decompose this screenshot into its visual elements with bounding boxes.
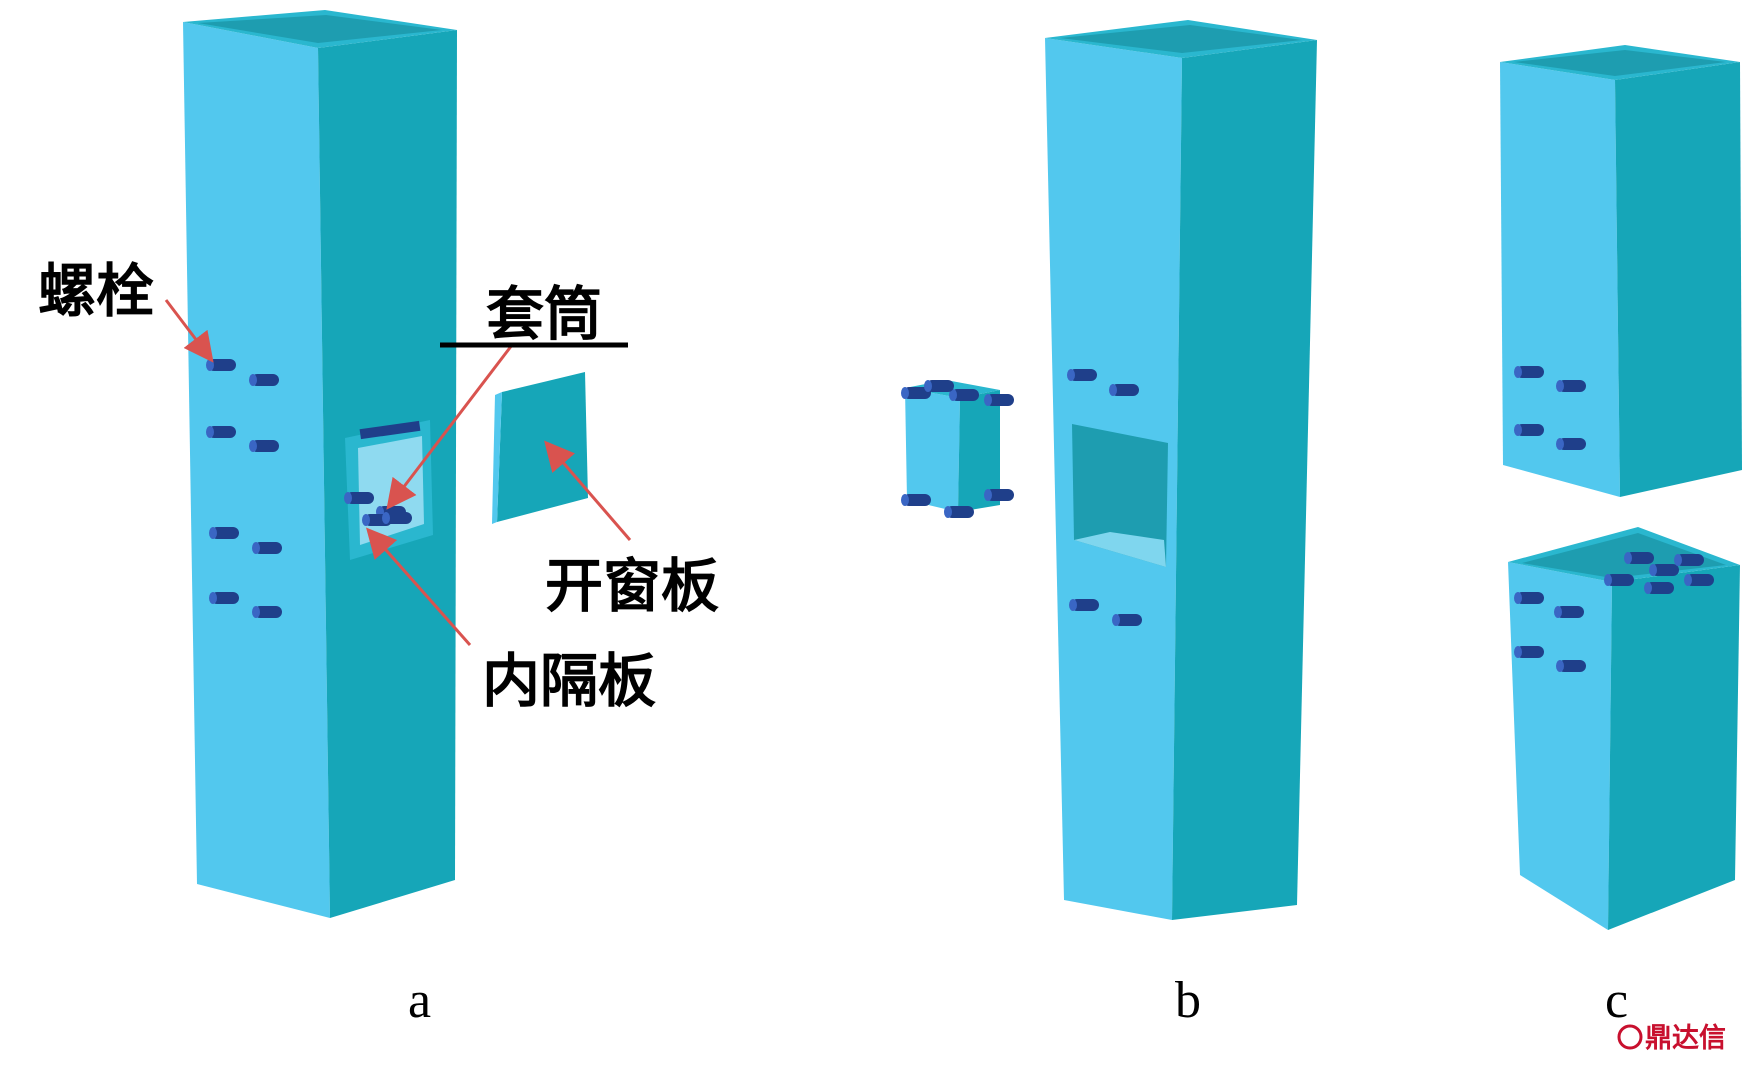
column-a-front-face — [183, 22, 330, 918]
callout-bolt: 螺栓 — [38, 257, 155, 325]
column-c-lower-side — [1608, 565, 1740, 930]
callout-leaders — [164, 299, 632, 646]
callout-sleeve: 套筒 — [486, 280, 603, 348]
window-plate-leader — [544, 440, 632, 541]
column-b-side-face — [1172, 40, 1317, 920]
column-a — [183, 10, 457, 918]
column-c-upper-side — [1615, 62, 1742, 497]
column-b-sleeve-opening — [1072, 424, 1168, 567]
sleeve-assembly — [901, 380, 1014, 518]
subfigure-label-b: b — [1175, 972, 1201, 1029]
bolt-leader — [164, 299, 214, 363]
column-c-upper-opening — [1514, 50, 1726, 76]
column-b — [1045, 20, 1317, 920]
column-c-upper — [1500, 45, 1742, 497]
watermark-seal-icon — [1617, 1024, 1643, 1050]
window-plate-edge — [492, 392, 502, 524]
inner-diaphragm-leader — [366, 527, 472, 646]
sleeve-assembly-side — [958, 390, 1000, 512]
column-b-opening-floor — [1074, 532, 1166, 567]
sleeve-assembly-front — [905, 388, 960, 512]
callout-inner-diaphragm: 内隔板 — [482, 647, 657, 715]
column-c-upper-front — [1500, 62, 1620, 497]
watermark-text: 鼎达信 — [1645, 1023, 1726, 1054]
subfigure-label-a: a — [408, 972, 432, 1029]
window-plate — [497, 372, 588, 522]
column-a-diaphragm-bar — [359, 420, 421, 440]
subfigure-label-c: c — [1605, 972, 1629, 1029]
column-a-top-opening — [198, 15, 442, 43]
column-b-top-opening — [1060, 25, 1302, 53]
column-c-lower — [1508, 527, 1740, 930]
callout-window-plate: 开窗板 — [545, 552, 720, 620]
sleeve-leader — [386, 344, 514, 510]
